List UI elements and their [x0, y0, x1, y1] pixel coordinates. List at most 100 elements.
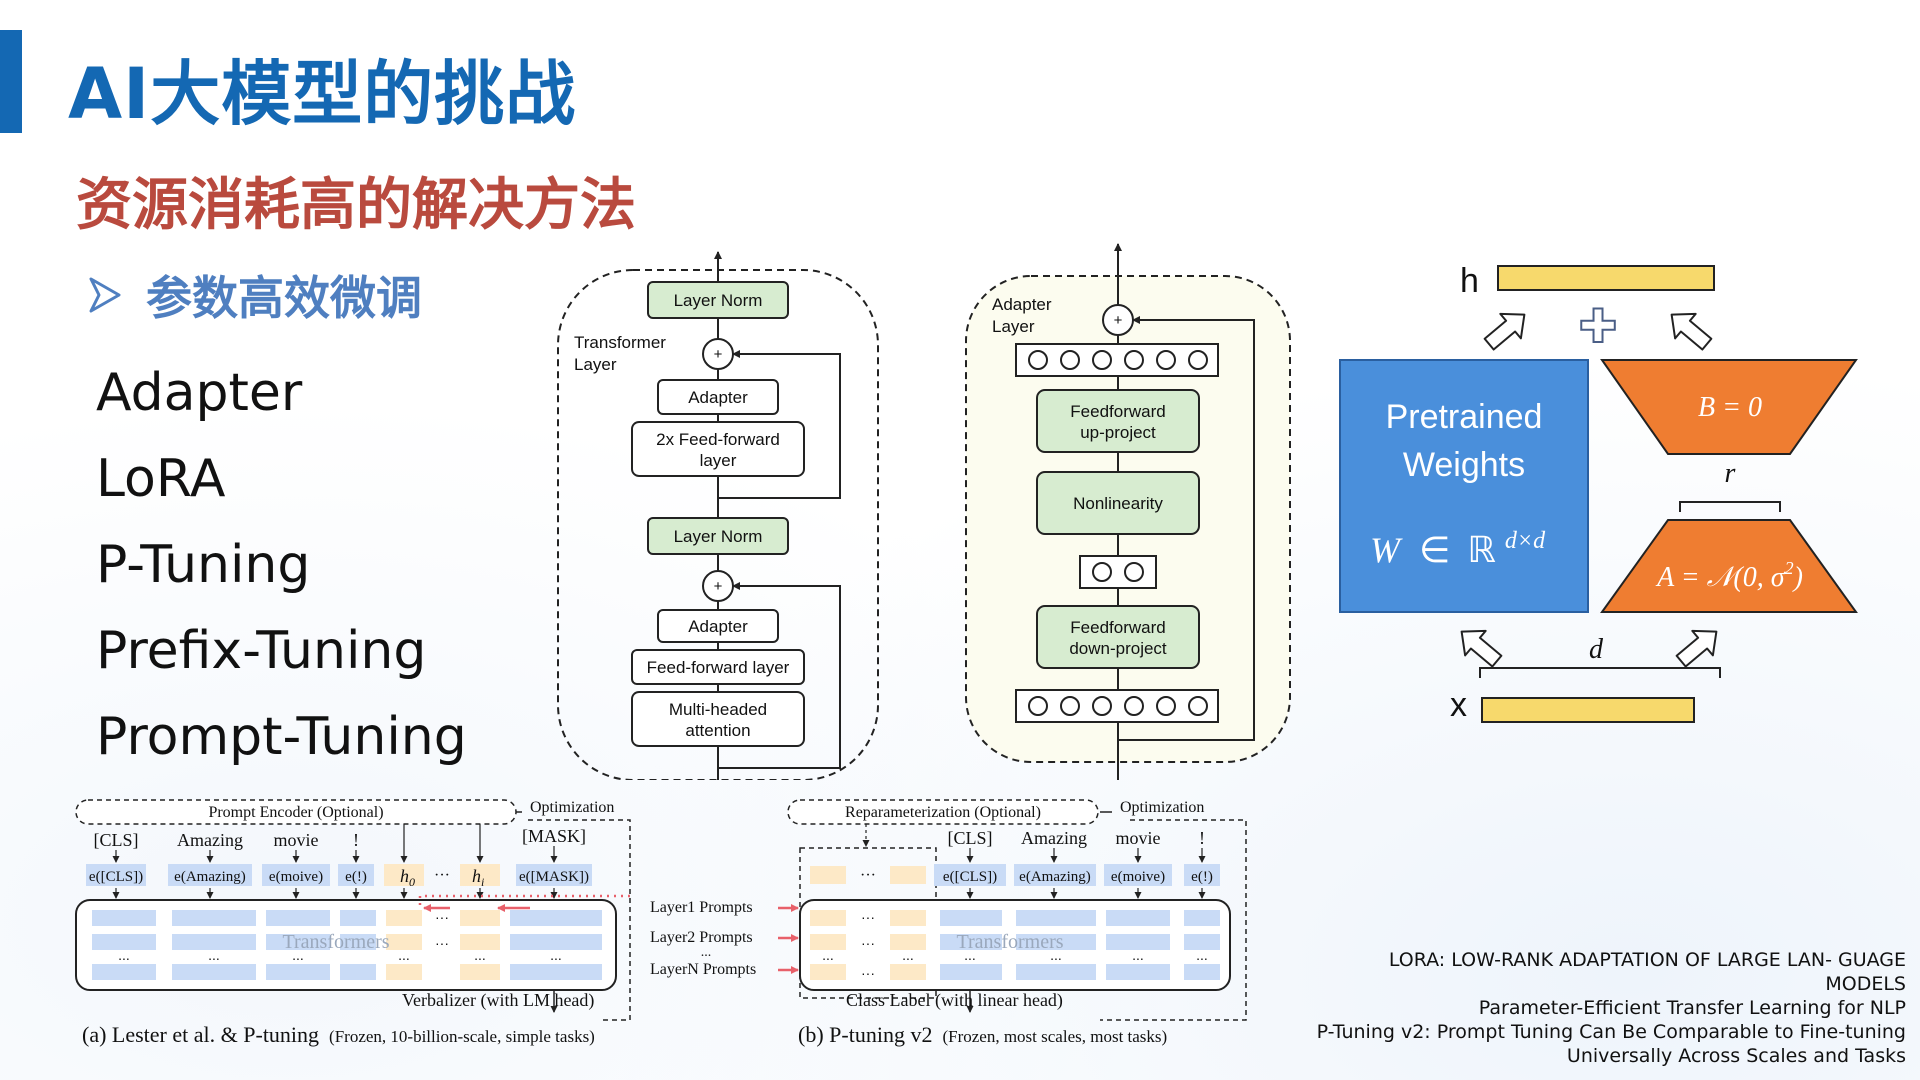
- formula-a-close: ): [1792, 562, 1803, 593]
- lora-x-label: x: [1450, 686, 1467, 724]
- embed-b-excl: e(!): [1191, 869, 1213, 885]
- formula-in: ∈: [1419, 530, 1450, 570]
- reparam-label: Reparameterization (Optional): [845, 804, 1041, 821]
- layer-norm-mid-box: [647, 517, 789, 555]
- formula-w: W: [1370, 530, 1403, 570]
- class-label: Class Label (with linear head): [846, 990, 1063, 1011]
- token-a-mask: [MASK]: [522, 826, 586, 846]
- method-list: Adapter LoRA P-Tuning Prefix-Tuning Prom…: [96, 360, 467, 790]
- adapter-layer-label-1: Adapter: [992, 295, 1052, 314]
- adapter-diagram: Transformer Layer Layer Norm + Adapter 2…: [557, 243, 1291, 780]
- ff-up-label-2: up-project: [1080, 423, 1156, 442]
- ellipsis-b-4: ···: [861, 965, 875, 981]
- ellipsis-b-2: ···: [861, 909, 875, 925]
- token-b-movie: movie: [1116, 828, 1161, 848]
- transformers-b-label: Transformers: [956, 931, 1063, 953]
- caption-a: (a) Lester et al. & P-tuning (Frozen, 10…: [82, 1022, 595, 1047]
- nonlinearity-label: Nonlinearity: [1073, 494, 1163, 513]
- formula-r: ℝ: [1467, 530, 1496, 570]
- embed-b-cls: e([CLS]): [943, 869, 997, 885]
- adapter-plus-sign: +: [1114, 312, 1123, 329]
- dots-b-4: ...: [1050, 947, 1062, 963]
- title-accent-bar: [0, 30, 22, 133]
- lora-arrow-in-right-icon: [1675, 629, 1718, 668]
- mha-label-1: Multi-headed: [669, 700, 767, 719]
- method-item-prompt-tuning: Prompt-Tuning: [96, 707, 467, 767]
- token-a-movie: movie: [274, 830, 319, 850]
- reference-ptuning-1: P-Tuning v2: Prompt Tuning Can Be Compar…: [1316, 1021, 1906, 1043]
- lora-b-trapezoid: [1600, 359, 1858, 455]
- h0-label: h0: [400, 866, 415, 889]
- slide-subtitle: 资源消耗高的解决方法: [76, 173, 636, 238]
- adapter-top-box: [657, 379, 779, 415]
- neurons-top-box: [1015, 343, 1219, 377]
- dots-b-5: ...: [1132, 947, 1144, 963]
- reparam-box: [787, 799, 1099, 825]
- adapter-top-label: Adapter: [688, 388, 748, 407]
- bullet-text: 参数高效微调: [146, 271, 422, 325]
- reference-ptuning-2: Universally Across Scales and Tasks: [1566, 1045, 1906, 1067]
- neurons-bottom-box: [1015, 689, 1219, 723]
- pretrained-label-1: Pretrained: [1386, 398, 1543, 436]
- ffn-2x-box: [631, 421, 805, 477]
- reference-lora-2: MODELS: [1825, 973, 1906, 995]
- formula-a: A = 𝒩(0, σ: [1655, 562, 1786, 593]
- mha-box: [631, 691, 805, 747]
- hi-h: h: [472, 866, 481, 886]
- lora-x-bar: [1481, 697, 1695, 723]
- ellipsis-a-3: ···: [435, 935, 449, 951]
- slide-title: AI大模型的挑战: [68, 53, 577, 135]
- ff-down-box: [1036, 605, 1200, 669]
- dots-a-4: ...: [398, 947, 410, 963]
- layer-norm-mid-label: Layer Norm: [674, 527, 763, 546]
- caption-b-main: (b) P-tuning v2: [798, 1022, 932, 1047]
- h0-sub: 0: [409, 875, 415, 889]
- ellipsis-b-3: ···: [861, 935, 875, 951]
- dots-b-3: ...: [964, 947, 976, 963]
- token-a-arrows: [112, 824, 558, 863]
- method-item-p-tuning: P-Tuning: [96, 535, 311, 595]
- dots-a-2: ...: [208, 947, 220, 963]
- layer2-prompts-label: Layer2 Prompts: [650, 929, 753, 946]
- caption-b-note: (Frozen, most scales, most tasks): [942, 1027, 1167, 1046]
- lora-a-trapezoid: [1600, 519, 1858, 613]
- lora-a-formula: A = 𝒩(0, σ2): [1655, 558, 1803, 593]
- bullet-arrow-icon: [89, 277, 121, 313]
- reference-adapter: Parameter-Efficient Transfer Learning fo…: [1478, 997, 1906, 1019]
- ellipsis-a-2: ···: [435, 909, 449, 925]
- mha-label-2: attention: [685, 721, 750, 740]
- embed-a-amazing: e(Amazing): [174, 869, 246, 885]
- transformers-a-label: Transformers: [282, 931, 389, 953]
- ellipsis-b-1: ···: [860, 867, 876, 884]
- lora-b-formula: B = 0: [1698, 392, 1762, 423]
- neurons-mid-box: [1079, 555, 1157, 589]
- formula-a-sup: 2: [1785, 558, 1794, 578]
- adapter-bottom-box: [657, 609, 779, 643]
- bullet-row: 参数高效微调: [88, 262, 422, 328]
- lora-arrow-in-left-icon: [1460, 629, 1503, 668]
- lora-diagram: h ✚ Pretrained Weights W ∈ ℝ d×d B = 0 r…: [1339, 262, 1858, 724]
- adapter-layer-label-2: Layer: [992, 317, 1035, 336]
- embed-a-excl: e(!): [345, 869, 367, 885]
- ffn-box: [631, 649, 805, 685]
- token-a-excl: !: [353, 830, 359, 850]
- lora-h-label: h: [1460, 262, 1479, 300]
- ffn-2x-label-1: 2x Feed-forward: [656, 430, 780, 449]
- dots-a-6: ...: [550, 947, 562, 963]
- token-b-cls: [CLS]: [948, 828, 993, 848]
- token-b-excl: !: [1199, 828, 1205, 848]
- pretrained-formula: W ∈ ℝ d×d: [1370, 528, 1546, 570]
- layer-norm-top-label: Layer Norm: [674, 291, 763, 310]
- neurons-top: [1028, 350, 1208, 370]
- ptuning-diagram: Prompt Encoder (Optional) Optimization […: [75, 799, 1247, 1047]
- adapter-bottom-label: Adapter: [688, 617, 748, 636]
- verbalizer-label: Verbalizer (with LM head): [402, 990, 594, 1011]
- caption-b: (b) P-tuning v2 (Frozen, most scales, mo…: [798, 1022, 1167, 1047]
- lora-arrow-up-left-icon: [1483, 312, 1526, 351]
- dots-b-1: ...: [822, 947, 834, 963]
- nonlinearity-box: [1036, 471, 1200, 535]
- plus-top-sign: +: [714, 346, 723, 363]
- layern-prompts-label: LayerN Prompts: [650, 961, 756, 978]
- pretrained-label-2: Weights: [1403, 446, 1525, 484]
- dots-a-1: ...: [118, 947, 130, 963]
